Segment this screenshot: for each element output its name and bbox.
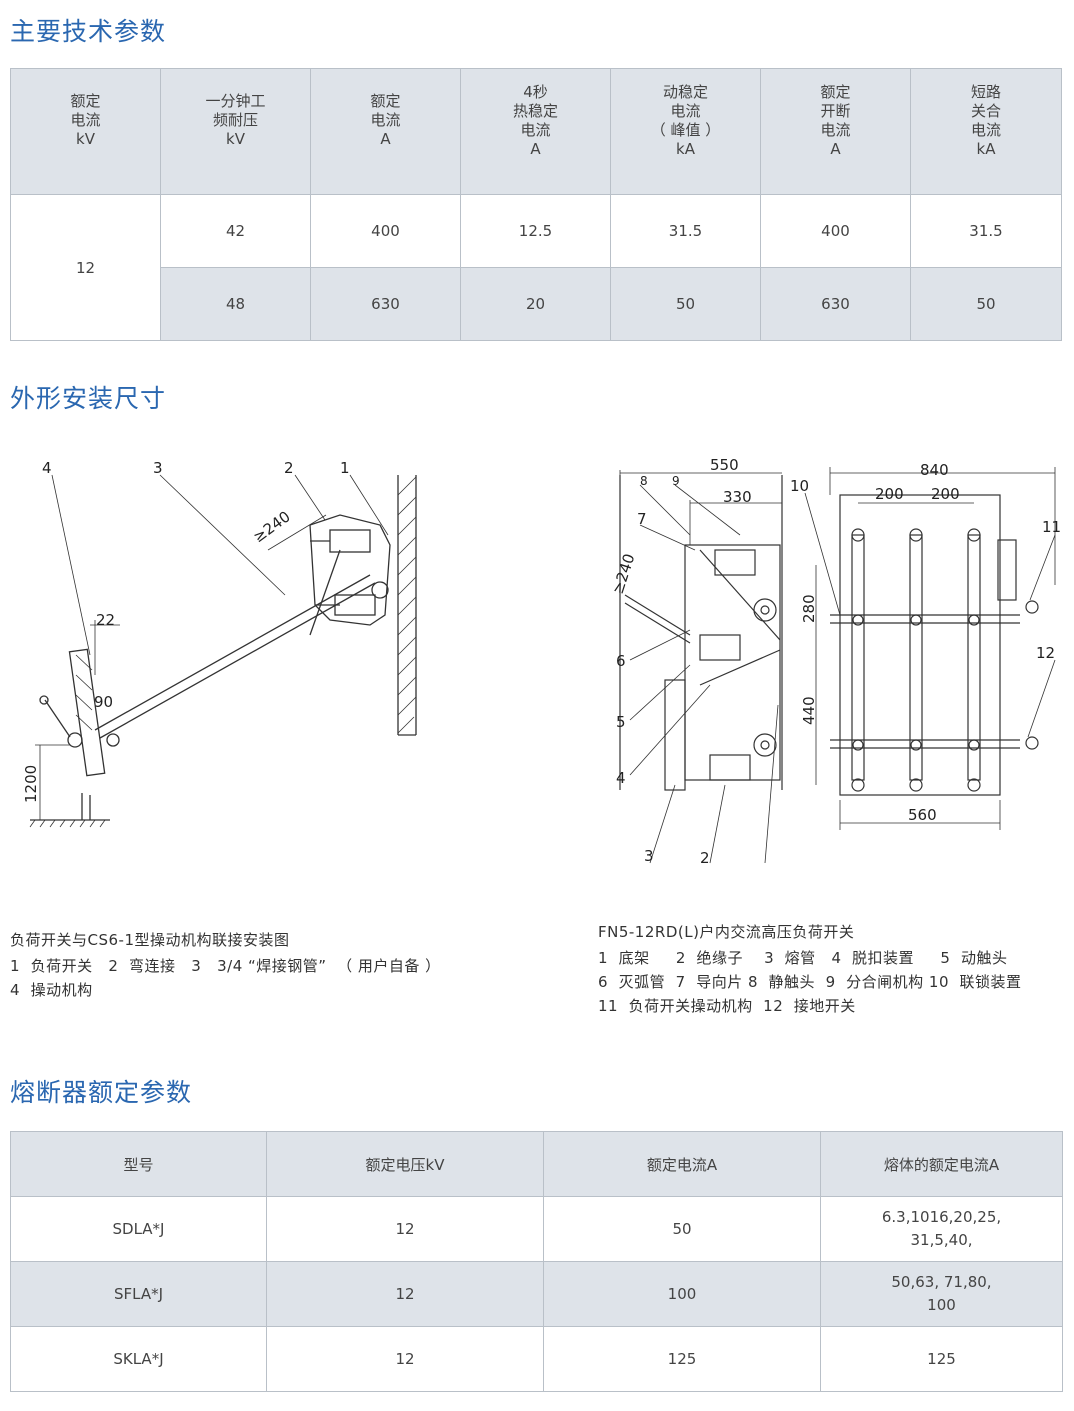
table-row: 12 42 400 12.5 31.5 400 31.5 — [10, 194, 1062, 341]
dimension-label: 200 — [875, 485, 904, 503]
callout-label: 11 — [1042, 518, 1061, 536]
dimension-label: 440 — [800, 696, 818, 725]
table-cell: 50 — [910, 267, 1062, 341]
dimension-label: 550 — [710, 456, 739, 474]
installation-diagram-left: 4 3 2 1 22 90 1200 ≥240 — [22, 459, 417, 828]
table-cell: 50 — [543, 1196, 821, 1262]
caption-line: 6 灭弧管 7 导向片 8 静触头 9 分合闸机构 10 联锁装置 — [598, 973, 1022, 991]
right-diagram-caption: FN5-12RD(L)户内交流高压负荷开关 1 底架 2 绝缘子 3 熔管 4 … — [598, 920, 1022, 1018]
table-cell: 125 — [820, 1326, 1063, 1392]
header-cell: 额定电压kV — [266, 1131, 544, 1197]
table-cell: 400 — [310, 194, 461, 268]
dimension-label: ≥240 — [250, 507, 294, 546]
fuse-params-table: 型号 额定电压kV 额定电流A 熔体的额定电流A SDLA*J 12 50 6.… — [10, 1131, 1063, 1392]
table-header-row: 额定 电流 kV 一分钟工 频耐压 kV 额定 电流 A 4秒 热稳定 电流 A… — [10, 68, 1062, 195]
table-cell: SDLA*J — [10, 1196, 267, 1262]
caption-line: 1 底架 2 绝缘子 3 熔管 4 脱扣装置 5 动触头 — [598, 949, 1008, 967]
callout-label: 5 — [616, 713, 626, 731]
header-cell: 额定 开断 电流 A — [760, 68, 911, 195]
dimension-label: 1200 — [22, 765, 40, 803]
table-cell: 31.5 — [910, 194, 1062, 268]
callout-label: 4 — [616, 769, 626, 787]
section-title-dimensions: 外形安装尺寸 — [10, 384, 167, 413]
dimension-label: 22 — [96, 611, 115, 629]
callout-label: 4 — [42, 459, 52, 477]
table-cell: 12 — [266, 1261, 544, 1327]
table-cell-voltage: 12 — [10, 194, 161, 341]
switch-diagram-right: 550 330 840 200 200 280 440 560 ≥240 10 … — [609, 456, 1061, 867]
table-cell: SKLA*J — [10, 1326, 267, 1392]
table-cell: 630 — [760, 267, 911, 341]
table-cell: 630 — [310, 267, 461, 341]
callout-label: 3 — [644, 847, 654, 865]
table-cell: 31.5 — [610, 194, 761, 268]
callout-label: 10 — [790, 477, 809, 495]
table-row: SKLA*J 12 125 125 — [10, 1326, 1063, 1392]
callout-label: 12 — [1036, 644, 1055, 662]
dimension-label: ≥240 — [609, 551, 639, 596]
table-cell: 50 — [610, 267, 761, 341]
table-cell: 20 — [460, 267, 611, 341]
table-cell: 125 — [543, 1326, 821, 1392]
table-cell: 12.5 — [460, 194, 611, 268]
callout-label: 8 — [640, 474, 648, 488]
callout-label: 6 — [616, 652, 626, 670]
header-cell: 额定 电流 kV — [10, 68, 161, 195]
dimension-label: 200 — [931, 485, 960, 503]
dimension-label: 560 — [908, 806, 937, 824]
table-cell: 12 — [266, 1196, 544, 1262]
callout-label: 3 — [153, 459, 163, 477]
table-row: 48 630 20 50 630 50 — [11, 267, 1062, 341]
table-cell: 50,63, 71,80, 100 — [820, 1261, 1063, 1327]
table-cell: SFLA*J — [10, 1261, 267, 1327]
caption-line: 4 操动机构 — [10, 981, 93, 999]
header-cell: 熔体的额定电流A — [820, 1131, 1063, 1197]
header-cell: 额定电流A — [543, 1131, 821, 1197]
dimension-label: 90 — [94, 693, 113, 711]
section-title-main-params: 主要技术参数 — [10, 17, 167, 46]
header-cell: 额定 电流 A — [310, 68, 461, 195]
caption-line: 1 负荷开关 2 弯连接 3 3/4 “焊接钢管” （ 用户自备 ） — [10, 957, 441, 975]
callout-label: 9 — [672, 474, 680, 488]
callout-label: 1 — [340, 459, 350, 477]
dimension-label: 280 — [800, 594, 818, 623]
table-header-row: 型号 额定电压kV 额定电流A 熔体的额定电流A — [10, 1131, 1063, 1197]
technical-params-table: 额定 电流 kV 一分钟工 频耐压 kV 额定 电流 A 4秒 热稳定 电流 A… — [10, 68, 1062, 341]
caption-title: FN5-12RD(L)户内交流高压负荷开关 — [598, 923, 855, 941]
left-diagram-caption: 负荷开关与CS6-1型操动机构联接安装图 1 负荷开关 2 弯连接 3 3/4 … — [10, 928, 441, 1002]
table-cell: 6.3,1016,20,25, 31,5,40, — [820, 1196, 1063, 1262]
caption-title: 负荷开关与CS6-1型操动机构联接安装图 — [10, 931, 290, 949]
header-cell: 4秒 热稳定 电流 A — [460, 68, 611, 195]
callout-label: 2 — [284, 459, 294, 477]
callout-label: 7 — [637, 510, 647, 528]
table-cell: 42 — [160, 194, 311, 268]
table-row: SFLA*J 12 100 50,63, 71,80, 100 — [10, 1261, 1063, 1327]
table-cell: 48 — [160, 267, 311, 341]
table-cell: 400 — [760, 194, 911, 268]
table-cell: 100 — [543, 1261, 821, 1327]
header-cell: 一分钟工 频耐压 kV — [160, 68, 311, 195]
header-cell: 型号 — [10, 1131, 267, 1197]
header-cell: 短路 关合 电流 kA — [910, 68, 1062, 195]
table-cell: 12 — [266, 1326, 544, 1392]
table-row: SDLA*J 12 50 6.3,1016,20,25, 31,5,40, — [10, 1196, 1063, 1262]
dimension-label: 330 — [723, 488, 752, 506]
caption-line: 11 负荷开关操动机构 12 接地开关 — [598, 997, 856, 1015]
callout-label: 2 — [700, 849, 710, 867]
dimension-label: 840 — [920, 461, 949, 479]
section-title-fuse-params: 熔断器额定参数 — [10, 1078, 193, 1107]
header-cell: 动稳定 电流 （ 峰值 ） kA — [610, 68, 761, 195]
